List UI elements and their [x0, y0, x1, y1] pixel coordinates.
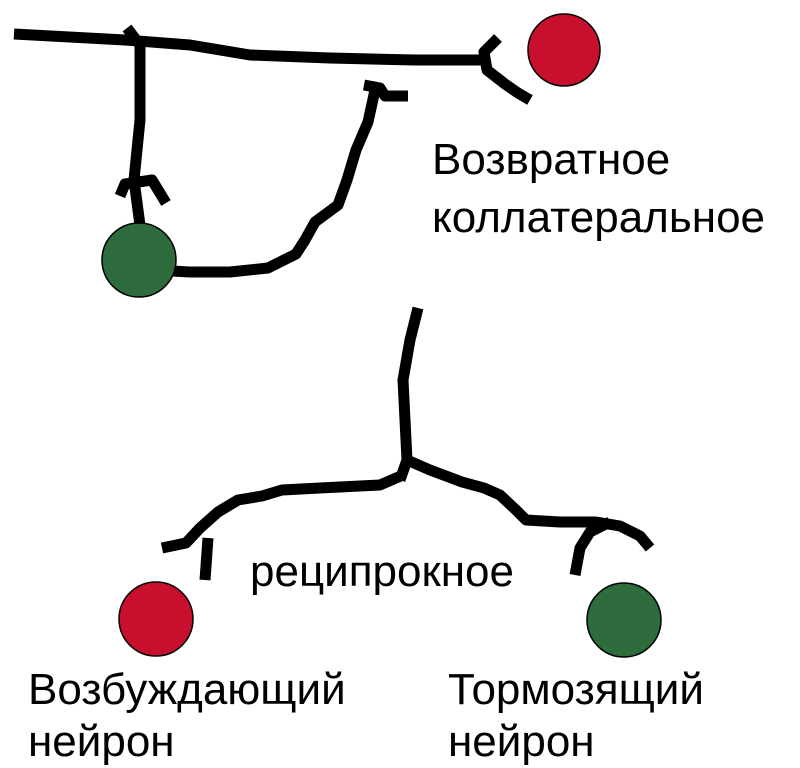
inhibitory-label-line2: нейрон [448, 717, 595, 766]
recurrent-label-line1: Возвратное [432, 135, 671, 184]
return-path-terminal-hook [362, 79, 408, 102]
reciprocal-left-branch [160, 469, 406, 554]
recurrent-label-line2: коллатеральное [432, 193, 766, 242]
inhibitory-label-line1: Тормозящий [448, 665, 704, 714]
excitatory-neuron-bottom [118, 581, 194, 657]
reciprocal-circuit [118, 306, 662, 658]
recurrent-circuit [13, 13, 601, 298]
collateral-terminal-hook [114, 174, 171, 206]
axon-collateral-branch [122, 24, 149, 249]
return-path-to-excitatory [171, 88, 381, 278]
main-axon-line [13, 28, 487, 66]
right-terminal [569, 517, 613, 577]
axon-end-hook [478, 34, 533, 105]
inhibitory-neuron-top [101, 222, 177, 298]
reciprocal-label: реципрокное [250, 547, 514, 596]
left-terminal [199, 537, 214, 581]
excitatory-label-line2: нейрон [28, 717, 175, 766]
inhibitory-neuron-bottom [586, 582, 662, 658]
excitatory-neuron-top [527, 13, 601, 87]
reciprocal-stem [394, 306, 424, 482]
excitatory-label-line1: Возбуждающий [28, 665, 346, 714]
reciprocal-right-branch [404, 454, 655, 552]
